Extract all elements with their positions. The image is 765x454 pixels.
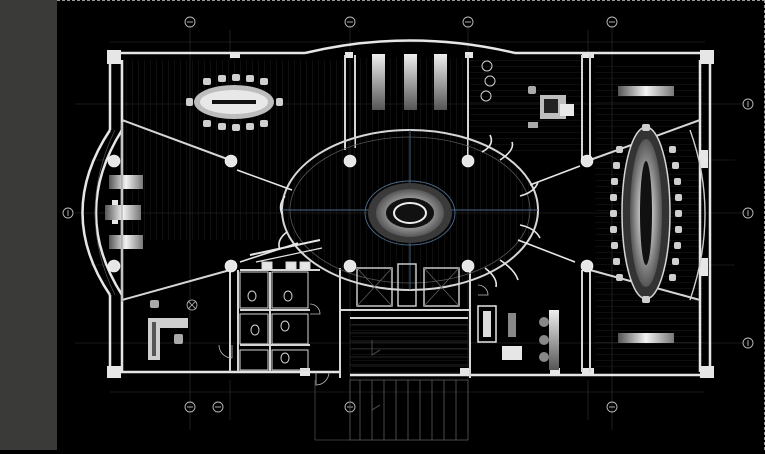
lounge-chair-icon xyxy=(480,60,496,102)
grid-axis-markers xyxy=(62,16,754,413)
storage-room-top-center xyxy=(372,54,447,110)
column-icon xyxy=(343,154,357,168)
doors xyxy=(218,284,489,386)
sofa-icon xyxy=(105,205,141,220)
oval-reception-desk-icon xyxy=(368,183,452,243)
long-conference-table-icon xyxy=(621,126,671,300)
sofa-icon xyxy=(109,175,143,189)
door-swing-icon xyxy=(218,344,233,359)
central-atrium xyxy=(281,129,539,291)
service-core xyxy=(314,263,469,441)
office-desk-icon xyxy=(148,318,188,360)
grid-axis-marker-icon xyxy=(344,16,356,28)
column-icon xyxy=(580,259,594,273)
grid-axis-marker-icon xyxy=(184,16,196,28)
grid-axis-marker-icon xyxy=(212,401,224,413)
conference-chairs xyxy=(610,124,682,303)
grid-axis-marker-icon xyxy=(462,16,474,28)
grid-axis-marker-icon xyxy=(742,337,754,349)
grid-axis-marker-icon xyxy=(742,98,754,110)
conference-table-icon xyxy=(194,85,274,119)
grid-axis-marker-icon xyxy=(606,16,618,28)
grid-axis-marker-icon xyxy=(184,401,196,413)
conference-room-right xyxy=(610,86,706,343)
conference-room-top-left xyxy=(186,74,283,131)
atrium-fins xyxy=(236,134,581,288)
office-bottom-left xyxy=(148,299,198,360)
grid-axis-marker-icon xyxy=(742,207,754,219)
columns xyxy=(107,154,594,273)
toilet-icon xyxy=(247,290,257,302)
column-icon xyxy=(107,259,121,273)
office-top-right xyxy=(480,60,574,128)
column-icon xyxy=(461,154,475,168)
toilet-icon xyxy=(280,352,290,364)
toilet-icon xyxy=(250,324,260,336)
column-icon xyxy=(224,259,238,273)
stair-icon xyxy=(349,340,469,441)
drawing-canvas[interactable] xyxy=(57,0,765,450)
sofa-icon xyxy=(109,235,143,249)
viewport-frame-top xyxy=(57,0,765,1)
door-swing-icon xyxy=(477,284,489,296)
column-icon xyxy=(580,154,594,168)
plant-icon xyxy=(186,299,198,311)
door-swing-icon xyxy=(315,371,330,386)
office-desk-icon xyxy=(540,95,574,119)
grid-axis-marker-icon xyxy=(62,207,74,219)
lounge-bottom-right xyxy=(477,305,559,370)
restrooms xyxy=(239,239,323,371)
door-swing-icon xyxy=(309,303,321,315)
side-panel xyxy=(0,0,57,450)
column-icon xyxy=(343,259,357,273)
exterior-walls xyxy=(81,39,712,377)
column-icon xyxy=(107,154,121,168)
elevator-icon xyxy=(356,267,393,307)
toilet-icon xyxy=(280,320,290,332)
sofa-icon xyxy=(477,305,497,343)
elevator-icon xyxy=(423,267,460,307)
column-icon xyxy=(461,259,475,273)
grid-axis-marker-icon xyxy=(606,401,618,413)
left-lounge xyxy=(94,122,143,302)
column-icon xyxy=(224,154,238,168)
stair-landing xyxy=(350,324,468,366)
floor-plan-drawing xyxy=(62,16,754,441)
elevator-icon xyxy=(397,263,417,307)
toilet-icon xyxy=(283,290,293,302)
